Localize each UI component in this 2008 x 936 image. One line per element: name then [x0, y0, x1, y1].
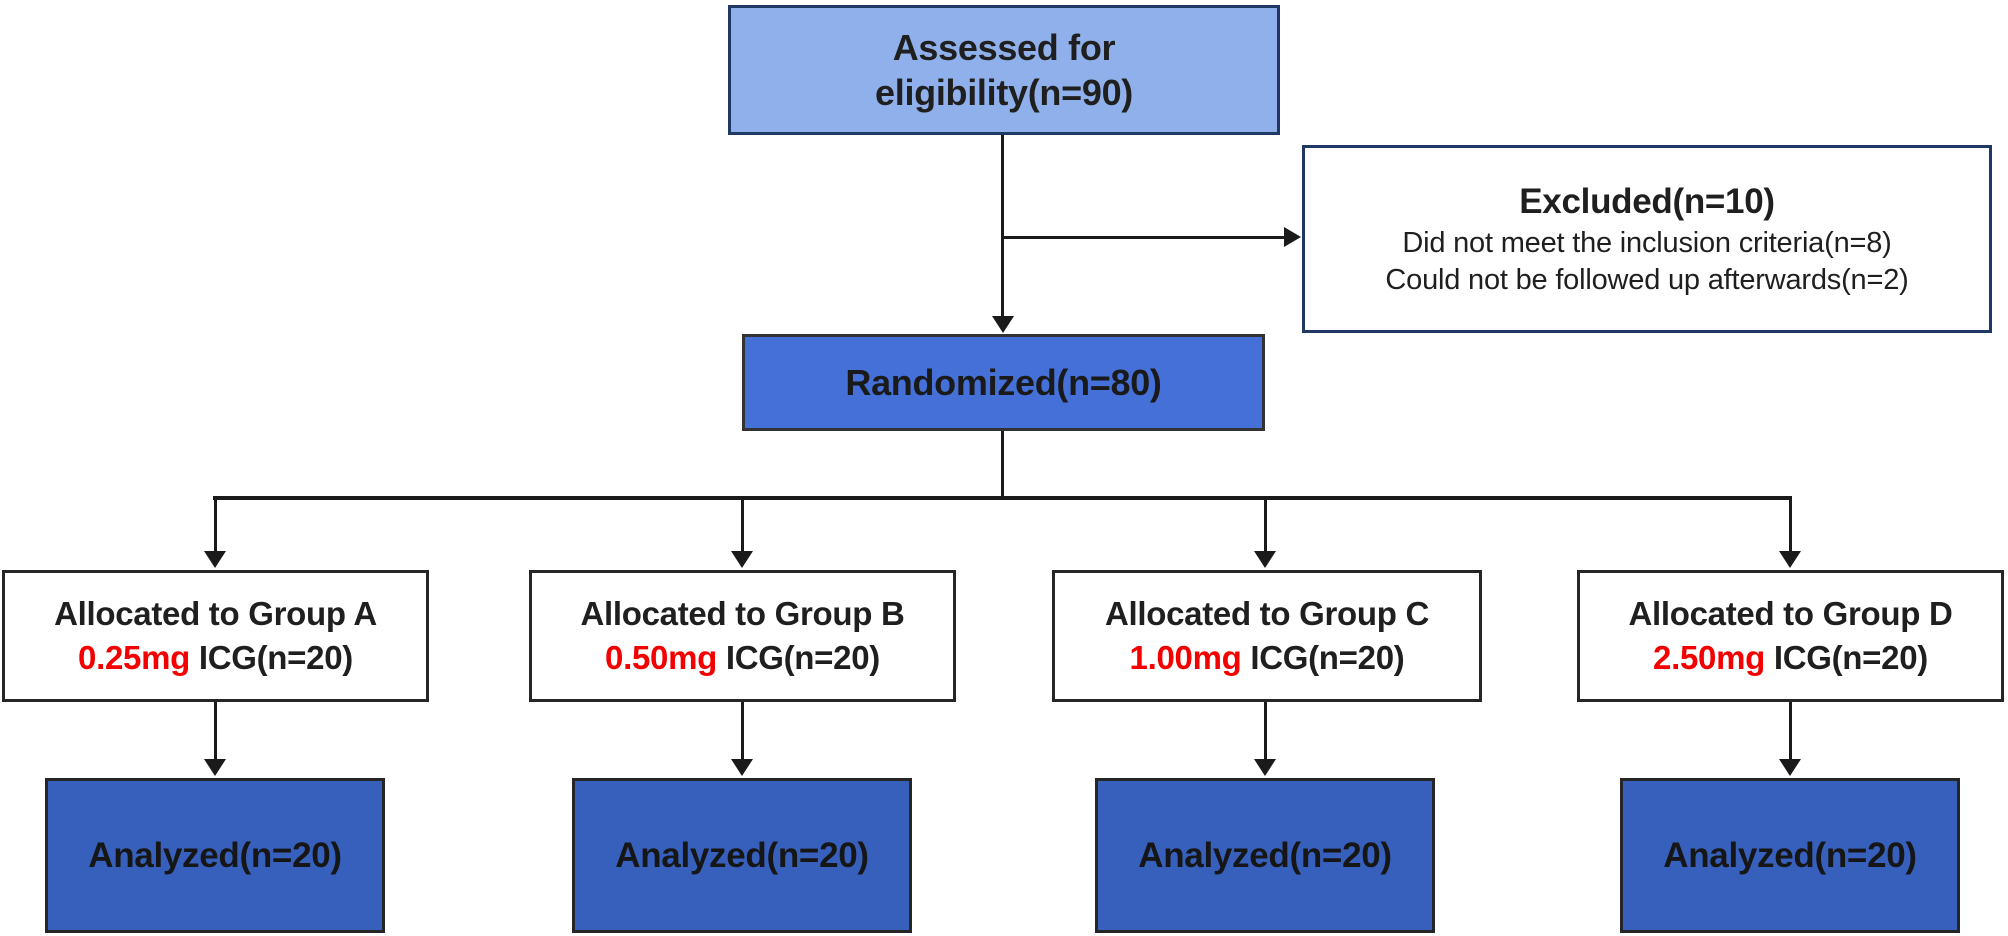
allocation-title-group-d: Allocated to Group D	[1628, 595, 1953, 632]
dose-suffix-group-c: ICG(n=20)	[1241, 639, 1405, 676]
connector-line-analyzed-d	[1789, 702, 1792, 760]
analyzed-box-group-a: Analyzed(n=20)	[45, 778, 385, 933]
allocation-box-group-d: Allocated to Group D 2.50mg ICG(n=20)	[1577, 570, 2004, 702]
arrowhead-into-randomized	[992, 316, 1014, 333]
randomized-box: Randomized(n=80)	[742, 334, 1265, 431]
connector-assessed-randomized-line	[1001, 135, 1004, 318]
allocation-title-group-a: Allocated to Group A	[54, 595, 377, 632]
analyzed-box-group-c: Analyzed(n=20)	[1095, 778, 1435, 933]
assessed-line2: eligibility(n=90)	[875, 72, 1133, 113]
arrowhead-into-analyzed-c	[1254, 759, 1276, 776]
arrowhead-into-group-d	[1779, 551, 1801, 568]
excluded-reason-2: Could not be followed up afterwards(n=2)	[1385, 264, 1909, 296]
branch-line-group-b	[741, 500, 744, 552]
allocation-dose-line-group-a: 0.25mg ICG(n=20)	[5, 636, 426, 680]
excluded-box: Excluded(n=10) Did not meet the inclusio…	[1302, 145, 1992, 333]
dose-suffix-group-a: ICG(n=20)	[189, 639, 353, 676]
connector-randomized-rail-line	[1001, 431, 1004, 498]
allocation-box-group-a: Allocated to Group A 0.25mg ICG(n=20)	[2, 570, 429, 702]
dose-suffix-group-d: ICG(n=20)	[1764, 639, 1928, 676]
dose-value-group-c: 1.00mg	[1129, 639, 1242, 676]
arrowhead-into-group-c	[1254, 551, 1276, 568]
excluded-title: Excluded(n=10)	[1519, 182, 1775, 221]
arrowhead-into-group-b	[731, 551, 753, 568]
dose-suffix-group-b: ICG(n=20)	[716, 639, 880, 676]
arrowhead-into-analyzed-d	[1779, 759, 1801, 776]
allocation-box-group-b: Allocated to Group B 0.50mg ICG(n=20)	[529, 570, 956, 702]
dose-value-group-d: 2.50mg	[1653, 639, 1765, 676]
connector-line-analyzed-c	[1264, 702, 1267, 760]
branch-line-group-d	[1789, 500, 1792, 552]
allocation-title-group-c: Allocated to Group C	[1104, 595, 1429, 632]
allocation-box-group-c: Allocated to Group C 1.00mg ICG(n=20)	[1052, 570, 1482, 702]
allocation-dose-line-group-b: 0.50mg ICG(n=20)	[532, 636, 953, 680]
dose-value-group-a: 0.25mg	[78, 639, 190, 676]
branch-line-group-a	[214, 500, 217, 552]
branch-line-group-c	[1264, 500, 1267, 552]
connector-excluded-line	[1003, 236, 1284, 239]
connector-line-analyzed-a	[214, 702, 217, 760]
connector-line-analyzed-b	[741, 702, 744, 760]
dose-value-group-b: 0.50mg	[605, 639, 717, 676]
allocation-title-group-b: Allocated to Group B	[580, 595, 905, 632]
distribution-rail	[213, 496, 1792, 500]
analyzed-box-group-d: Analyzed(n=20)	[1620, 778, 1960, 933]
arrowhead-into-excluded	[1284, 227, 1301, 247]
arrowhead-into-group-a	[204, 551, 226, 568]
assessed-line1: Assessed for	[892, 27, 1116, 68]
assessed-eligibility-box: Assessed for eligibility(n=90)	[728, 5, 1280, 135]
arrowhead-into-analyzed-a	[204, 759, 226, 776]
excluded-reason-1: Did not meet the inclusion criteria(n=8)	[1402, 227, 1892, 259]
arrowhead-into-analyzed-b	[731, 759, 753, 776]
allocation-dose-line-group-c: 1.00mg ICG(n=20)	[1055, 636, 1479, 680]
allocation-dose-line-group-d: 2.50mg ICG(n=20)	[1580, 636, 2001, 680]
analyzed-box-group-b: Analyzed(n=20)	[572, 778, 912, 933]
